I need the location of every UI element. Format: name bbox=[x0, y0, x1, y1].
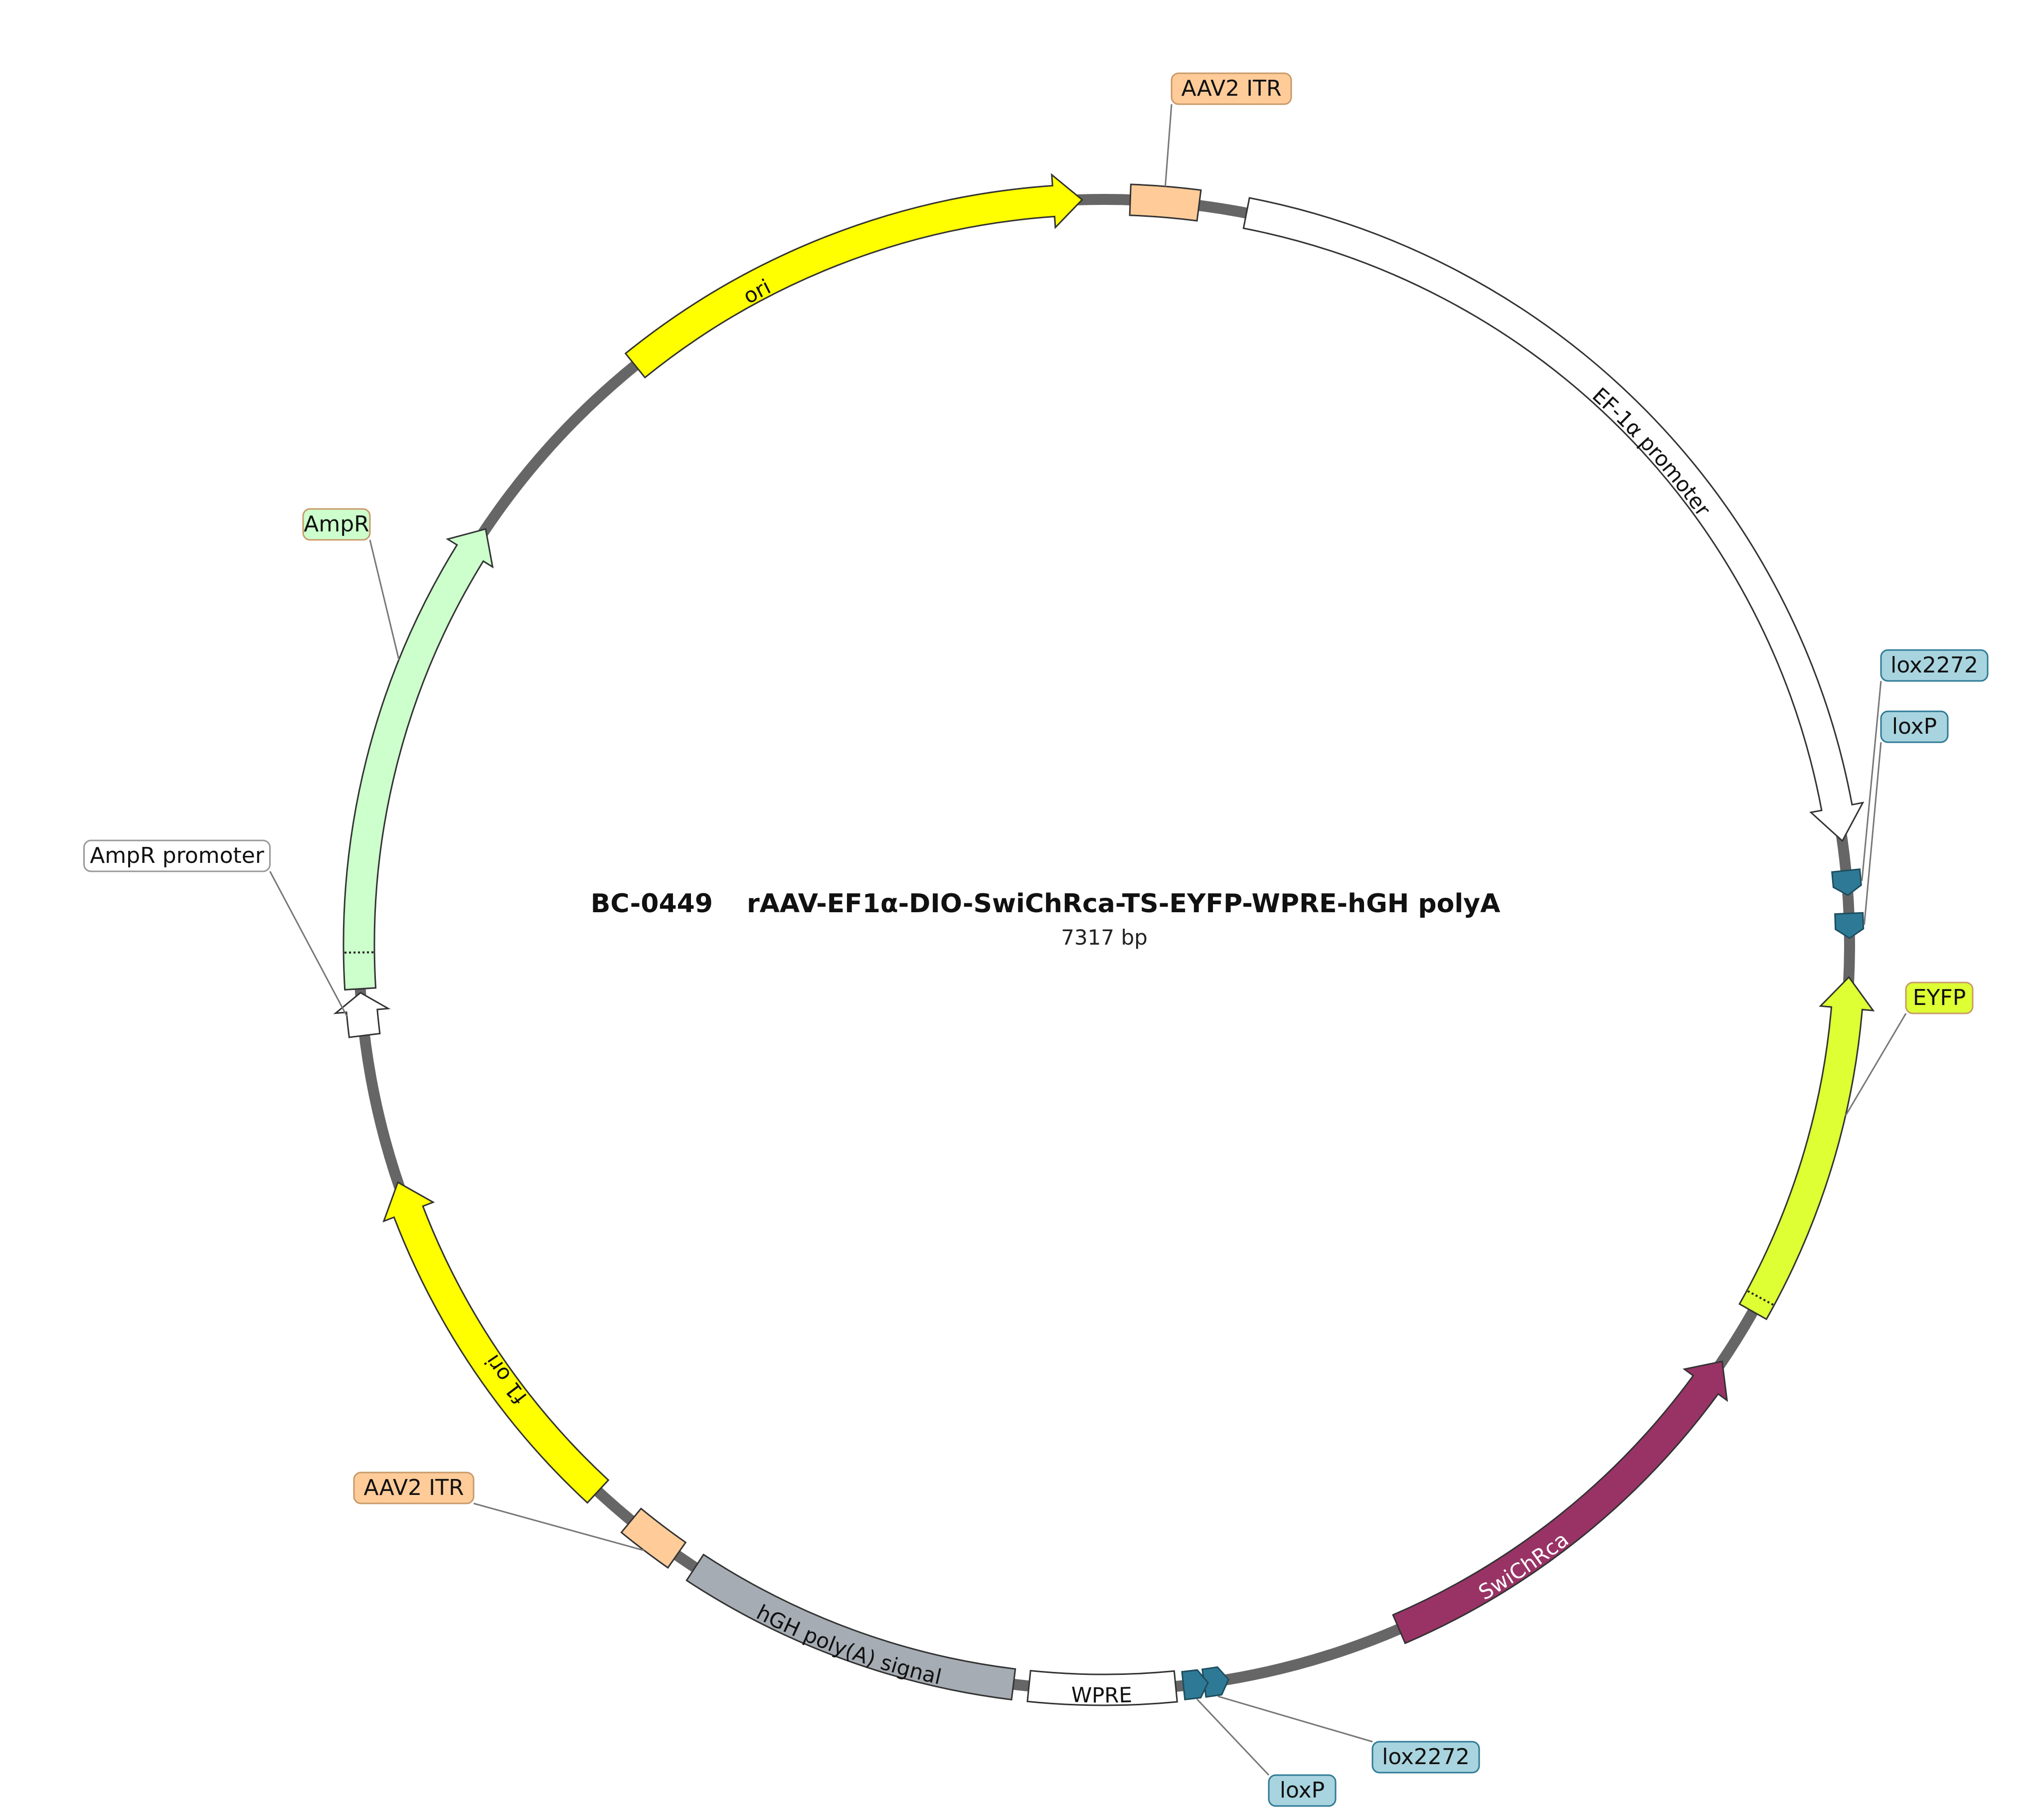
feature-swichrca[interactable] bbox=[1392, 1360, 1728, 1645]
callout-tag-lox2272-b[interactable] bbox=[1371, 1741, 1480, 1774]
feature-split-mark bbox=[1747, 1290, 1774, 1306]
feature-wpre[interactable] bbox=[1026, 1669, 1178, 1706]
feature-ampr-promoter[interactable] bbox=[333, 991, 391, 1038]
feature-itr-top[interactable] bbox=[1129, 183, 1202, 222]
plasmid-size: 7317 bp bbox=[1061, 925, 1148, 950]
callout-leader bbox=[1196, 1698, 1270, 1776]
feature-label-ef1a: EF-1α promoter bbox=[1588, 383, 1716, 521]
site-lox2272-a[interactable] bbox=[1831, 868, 1862, 896]
callout-tag-lox2272-a[interactable] bbox=[1880, 649, 1989, 682]
callout-label-eyfp: EYFP bbox=[1913, 985, 1966, 1010]
feature-label-text: hGH poly(A) signal bbox=[753, 1600, 944, 1689]
plasmid-name: rAAV-EF1α-DIO-SwiChRca-TS-EYFP-WPRE-hGH … bbox=[747, 889, 1500, 919]
callout-tag-itr-top[interactable] bbox=[1171, 72, 1292, 105]
label-guide bbox=[610, 228, 926, 396]
callout-label-itr-bottom: AAV2 ITR bbox=[363, 1475, 464, 1500]
callout-leader bbox=[269, 871, 348, 1017]
callout-leader bbox=[473, 1502, 645, 1551]
callout-leader bbox=[1845, 1013, 1907, 1117]
label-guide bbox=[1517, 332, 1756, 598]
callout-tag-loxp-a[interactable] bbox=[1880, 710, 1949, 743]
feature-label-text: WPRE bbox=[1071, 1682, 1133, 1707]
callout-label-loxp-b: loxP bbox=[1280, 1778, 1325, 1803]
callout-label-ampr: AmpR bbox=[304, 511, 369, 537]
feature-label-text: EF-1α promoter bbox=[1588, 383, 1716, 521]
callout-label-loxp-a: loxP bbox=[1892, 714, 1937, 739]
callout-tag-eyfp[interactable] bbox=[1905, 982, 1974, 1014]
site-loxp-a[interactable] bbox=[1834, 912, 1865, 939]
feature-itr-bottom[interactable] bbox=[620, 1507, 687, 1569]
callout-tag-ampr-promoter[interactable] bbox=[83, 839, 271, 872]
feature-hgh[interactable] bbox=[685, 1553, 1017, 1701]
callout-leader bbox=[1164, 104, 1173, 187]
callout-label-lox2272-a: lox2272 bbox=[1890, 653, 1978, 678]
callout-label-itr-top: AAV2 ITR bbox=[1181, 76, 1281, 101]
feature-label-wpre: WPRE bbox=[1071, 1682, 1133, 1707]
feature-ampr[interactable] bbox=[342, 528, 494, 991]
callout-leader bbox=[1861, 680, 1882, 881]
plasmid-id: BC-0449 bbox=[591, 889, 713, 919]
label-guide bbox=[420, 1221, 630, 1510]
feature-label-hgh: hGH poly(A) signal bbox=[753, 1600, 944, 1689]
callout-tag-itr-bottom[interactable] bbox=[353, 1472, 475, 1504]
callout-layer: AAV2 ITR lox2272 loxP EYFP lox2272 loxP AAV2 I… bbox=[83, 72, 1989, 1807]
callout-label-ampr-promoter: AmpR promoter bbox=[90, 843, 265, 868]
callout-leader bbox=[1217, 1695, 1373, 1743]
site-loxp-b[interactable] bbox=[1181, 1669, 1209, 1701]
callout-tag-ampr[interactable] bbox=[302, 508, 371, 541]
site-lox2272-b[interactable] bbox=[1201, 1666, 1230, 1698]
feature-ori[interactable] bbox=[624, 173, 1083, 379]
callout-leader bbox=[369, 539, 400, 660]
callout-leader bbox=[1864, 742, 1882, 925]
feature-eyfp[interactable] bbox=[1738, 976, 1875, 1320]
feature-split-mark bbox=[344, 951, 374, 954]
feature-f1ori[interactable] bbox=[382, 1181, 610, 1504]
callout-tag-loxp-b[interactable] bbox=[1268, 1774, 1337, 1807]
feature-ef1a[interactable] bbox=[1242, 197, 1865, 842]
callout-label-lox2272-b: lox2272 bbox=[1382, 1744, 1470, 1770]
